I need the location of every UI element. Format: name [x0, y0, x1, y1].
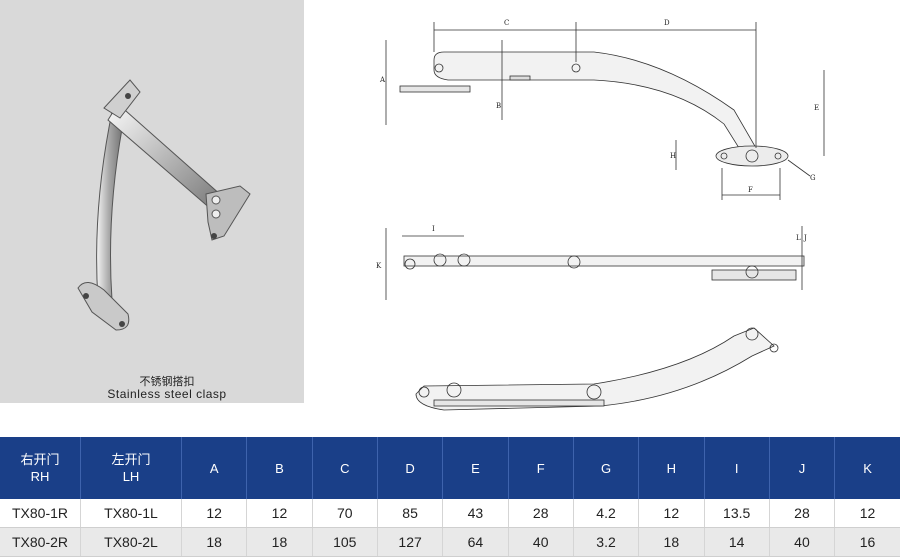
- header-j: J: [769, 437, 836, 499]
- cell-lh-model: TX80-1L: [80, 499, 182, 528]
- table-row: TX80-1R TX80-1L 12 12 70 85 43 28 4.2 12…: [0, 499, 900, 528]
- cell-k: 12: [834, 499, 900, 528]
- cell-f: 28: [508, 499, 574, 528]
- header-b: B: [246, 437, 313, 499]
- cell-k: 16: [834, 527, 900, 557]
- header-k: K: [834, 437, 900, 499]
- cell-d: 127: [377, 527, 444, 557]
- table-row: TX80-2R TX80-2L 18 18 105 127 64 40 3.2 …: [0, 527, 900, 557]
- dim-label-e: E: [814, 104, 819, 112]
- header-i: I: [704, 437, 770, 499]
- cell-i: 13.5: [704, 499, 770, 528]
- cell-h: 12: [638, 499, 705, 528]
- cell-rh-model: TX80-2R: [0, 527, 81, 557]
- cell-a: 12: [181, 499, 248, 528]
- side-view-drawing: [385, 22, 825, 200]
- dim-label-k: K: [376, 262, 382, 270]
- perspective-drawing: [415, 327, 779, 411]
- cell-i: 14: [704, 527, 770, 557]
- cell-b: 12: [246, 499, 313, 528]
- cell-e: 43: [442, 499, 509, 528]
- cell-b: 18: [246, 527, 313, 557]
- header-e: E: [442, 437, 509, 499]
- dim-label-i: I: [432, 225, 435, 233]
- dim-label-l: L: [796, 234, 801, 242]
- dim-label-g: G: [810, 174, 816, 182]
- header-d: D: [377, 437, 444, 499]
- product-photo-panel: 不锈钢搭扣 Stainless steel clasp: [0, 0, 304, 403]
- cell-d: 85: [377, 499, 444, 528]
- cell-h: 18: [638, 527, 705, 557]
- dim-label-d: D: [664, 19, 670, 27]
- dim-label-f: F: [748, 186, 753, 194]
- technical-drawings: A B C D E F G H I J K L: [376, 19, 825, 411]
- dim-label-b: B: [496, 102, 501, 110]
- cell-lh-model: TX80-2L: [80, 527, 182, 557]
- header-a: A: [181, 437, 248, 499]
- cell-rh-model: TX80-1R: [0, 499, 81, 528]
- cell-c: 70: [312, 499, 378, 528]
- header-g: G: [573, 437, 640, 499]
- dim-label-c: C: [504, 19, 509, 27]
- photo-caption-english: Stainless steel clasp: [107, 387, 227, 401]
- dim-label-a: A: [379, 76, 386, 84]
- header-c: C: [312, 437, 378, 499]
- photo-caption-chinese: 不锈钢搭扣: [139, 376, 195, 388]
- header-h: H: [638, 437, 705, 499]
- cell-e: 64: [442, 527, 509, 557]
- header-f: F: [508, 437, 574, 499]
- cell-c: 105: [312, 527, 378, 557]
- dim-label-j: J: [803, 234, 807, 242]
- cell-a: 18: [181, 527, 248, 557]
- cell-f: 40: [508, 527, 574, 557]
- stay-photo: [77, 79, 251, 331]
- top-view-drawing: [385, 226, 805, 300]
- dim-label-h: H: [670, 152, 676, 160]
- cell-g: 4.2: [573, 499, 640, 528]
- dimension-letters: A B C D E F G H I J K L: [376, 19, 819, 270]
- cell-j: 28: [769, 499, 836, 528]
- cell-g: 3.2: [573, 527, 640, 557]
- cell-j: 40: [769, 527, 836, 557]
